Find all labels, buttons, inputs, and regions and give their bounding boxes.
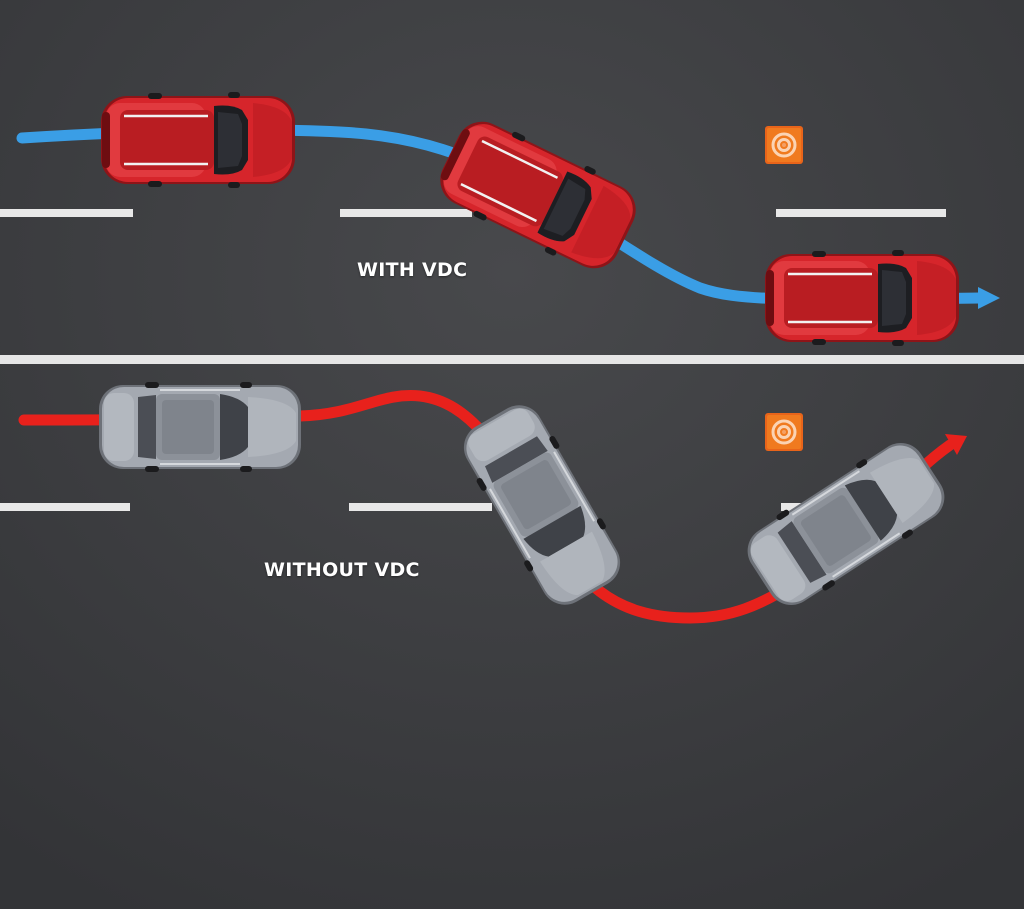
red-car-with-vdc <box>763 248 961 348</box>
arrow-head-icon <box>945 434 967 455</box>
lane-markings-top <box>0 209 946 217</box>
traffic-cone-icon <box>763 411 805 453</box>
without-vdc-label: WITHOUT VDC <box>264 559 420 581</box>
scenario-divider-line <box>0 355 1024 364</box>
silver-car-without-vdc <box>98 381 302 473</box>
arrow-head-icon <box>978 287 1000 309</box>
traffic-cone-icon <box>763 124 805 166</box>
with-vdc-label: WITH VDC <box>357 259 468 281</box>
red-car-with-vdc <box>99 90 297 190</box>
